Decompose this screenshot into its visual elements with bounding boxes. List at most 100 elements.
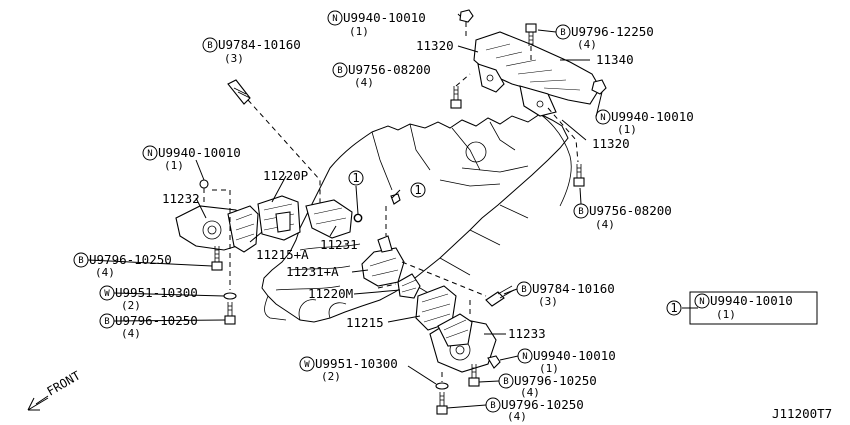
- svg-text:(4): (4): [577, 38, 597, 51]
- svg-text:N: N: [699, 297, 704, 307]
- fastener-callout: B U9796-10250 (4): [485, 397, 584, 423]
- mount-bracket-11233: [429, 313, 497, 373]
- fastener-callout: N U9940-10010 (1): [142, 145, 241, 172]
- svg-text:B: B: [104, 317, 109, 327]
- fastener-callout: B U9784-10160 (3): [202, 37, 301, 65]
- svg-text:W: W: [104, 289, 110, 299]
- bolt-top-left: [227, 79, 251, 105]
- svg-text:U9784-10160: U9784-10160: [532, 281, 615, 296]
- part-label-11231a: 11231+A: [286, 264, 339, 279]
- svg-text:(1): (1): [164, 159, 184, 172]
- svg-text:(4): (4): [95, 266, 115, 279]
- fastener-callout: B U9756-08200 (4): [573, 203, 672, 231]
- part-label-11215: 11215: [346, 315, 384, 330]
- fastener-callout: W U9951-10300 (2): [299, 356, 398, 383]
- fastener-callout: B U9796-12250 (4): [555, 24, 654, 51]
- part-label-11215a: 11215+A: [256, 247, 309, 262]
- svg-text:B: B: [503, 377, 508, 387]
- fastener-callout: B U9796-10250 (4): [73, 252, 172, 279]
- svg-text:U9796-10250: U9796-10250: [501, 397, 584, 412]
- svg-text:(4): (4): [507, 410, 527, 423]
- svg-text:(4): (4): [121, 327, 141, 340]
- part-label-11340: 11340: [596, 52, 634, 67]
- assembly-lines: [203, 22, 579, 382]
- svg-text:B: B: [578, 207, 583, 217]
- leader-lines: [195, 45, 698, 335]
- svg-text:(4): (4): [354, 76, 374, 89]
- svg-text:U9756-08200: U9756-08200: [589, 203, 672, 218]
- legend-marker: 1: [670, 301, 677, 315]
- svg-text:N: N: [332, 14, 337, 24]
- svg-text:B: B: [490, 401, 495, 411]
- nut-top: [459, 9, 474, 23]
- svg-text:(4): (4): [520, 386, 540, 399]
- bracket-11231: [305, 199, 363, 239]
- svg-text:(1): (1): [349, 25, 369, 38]
- svg-text:N: N: [522, 352, 527, 362]
- svg-text:B: B: [337, 66, 342, 76]
- svg-text:(2): (2): [121, 299, 141, 312]
- bolt-bottom-right: [485, 285, 515, 307]
- nut-center: [353, 213, 363, 223]
- legend-qty: (1): [716, 308, 736, 321]
- svg-text:U9796-10250: U9796-10250: [514, 373, 597, 388]
- bolt-right-lower: [573, 164, 585, 187]
- fastener-callout: N U9940-10010 (1): [517, 348, 616, 375]
- svg-text:(3): (3): [538, 295, 558, 308]
- svg-text:U9940-10010: U9940-10010: [533, 348, 616, 363]
- svg-text:(1): (1): [617, 123, 637, 136]
- svg-text:U9940-10010: U9940-10010: [343, 10, 426, 25]
- fastener-callout: N U9940-10010 (1): [327, 10, 426, 38]
- fastener-callout: W U9951-10300 (2): [99, 285, 198, 312]
- bracket-11231a: [361, 235, 405, 287]
- svg-text:W: W: [304, 360, 310, 370]
- fastener-callout: B U9784-10160 (3): [516, 281, 615, 308]
- diagram-id: J11200T7: [772, 406, 832, 421]
- bolt-left-b: [224, 302, 236, 325]
- insulator-11220p: [257, 195, 301, 241]
- svg-text:N: N: [147, 149, 152, 159]
- bolt-bottom-b: [436, 392, 448, 415]
- svg-text:1: 1: [414, 183, 421, 197]
- svg-text:(4): (4): [595, 218, 615, 231]
- svg-text:U9940-10010: U9940-10010: [611, 109, 694, 124]
- legend: 1 N U9940-10010 (1): [666, 291, 818, 325]
- svg-text:N: N: [600, 113, 605, 123]
- svg-text:B: B: [521, 285, 526, 295]
- svg-text:U9784-10160: U9784-10160: [218, 37, 301, 52]
- legend-code: U9940-10010: [710, 293, 793, 308]
- bolt-mid: [450, 86, 462, 109]
- nut-left: [199, 179, 209, 189]
- svg-text:(1): (1): [539, 362, 559, 375]
- fastener-callout: B U9756-08200 (4): [332, 62, 431, 89]
- nut-center-b: [390, 193, 401, 205]
- mount-bracket-11232: [175, 205, 259, 253]
- fastener-callout: B U9796-10250 (4): [498, 373, 597, 399]
- crossmember-11340: [473, 31, 601, 117]
- svg-text:U9756-08200: U9756-08200: [348, 62, 431, 77]
- svg-text:B: B: [207, 41, 212, 51]
- part-label-11220m: 11220M: [308, 286, 353, 301]
- svg-text:U9796-10250: U9796-10250: [89, 252, 172, 267]
- front-arrow: FRONT: [27, 368, 83, 411]
- washer-bottom: [435, 382, 449, 390]
- part-label-11320-top: 11320: [416, 38, 454, 53]
- washer-left: [223, 292, 237, 300]
- part-label-11232: 11232: [162, 191, 200, 206]
- svg-text:(3): (3): [224, 52, 244, 65]
- part-label-11231: 11231: [320, 237, 358, 252]
- svg-text:1: 1: [352, 171, 359, 185]
- part-label-11320-right: 11320: [592, 136, 630, 151]
- fastener-leaders: [87, 13, 603, 409]
- part-label-11220p: 11220P: [263, 168, 308, 183]
- svg-text:U9951-10300: U9951-10300: [315, 356, 398, 371]
- svg-text:U9940-10010: U9940-10010: [158, 145, 241, 160]
- bolt-top-right: [525, 23, 537, 46]
- nut-bottom: [487, 355, 501, 369]
- callout-marker: 1: [348, 170, 364, 186]
- front-label: FRONT: [45, 368, 83, 398]
- fastener-callout: N U9940-10010 (1): [595, 109, 694, 136]
- svg-text:B: B: [78, 256, 83, 266]
- callout-marker: 1: [410, 182, 426, 198]
